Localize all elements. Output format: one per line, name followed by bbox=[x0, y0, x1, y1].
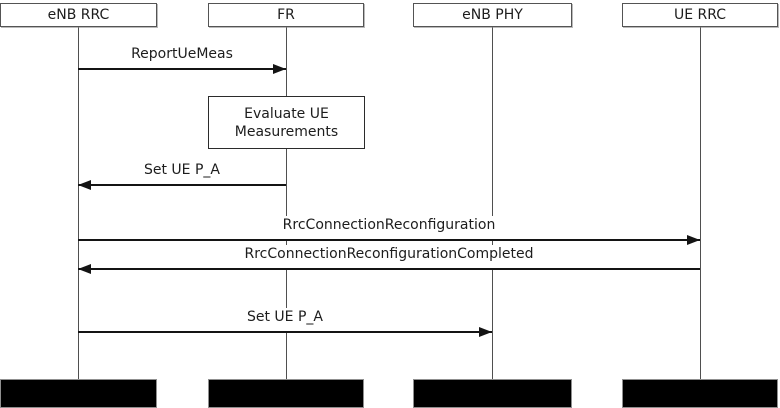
arrowhead-left-icon bbox=[78, 264, 91, 274]
participant-label-fr: FR bbox=[277, 7, 295, 23]
arrowhead-right-icon bbox=[687, 235, 700, 245]
action-box-line1: Evaluate UE bbox=[244, 105, 329, 122]
lifeline-fr bbox=[286, 27, 287, 379]
message-label-reportuemeas: ReportUeMeas bbox=[126, 45, 238, 69]
termination-bar-enb-rrc bbox=[0, 379, 157, 408]
participant-box-ue-rrc: UE RRC bbox=[622, 3, 778, 27]
termination-bar-fr bbox=[208, 379, 364, 408]
participant-label-enb-rrc: eNB RRC bbox=[47, 7, 110, 23]
action-box-line2: Measurements bbox=[234, 123, 339, 140]
arrowhead-right-icon bbox=[273, 64, 286, 74]
arrowhead-left-icon bbox=[78, 180, 91, 190]
message-line-set-ue-pa-2 bbox=[78, 327, 492, 337]
message-label-rrcconnectionreconfiguration: RrcConnectionReconfiguration bbox=[277, 216, 501, 240]
action-box-evaluate-ue-measurements: Evaluate UE Measurements bbox=[208, 96, 365, 149]
message-label-set-ue-pa-1: Set UE P_A bbox=[138, 161, 226, 185]
termination-bar-ue-rrc bbox=[622, 379, 778, 408]
participant-box-fr: FR bbox=[208, 3, 364, 27]
termination-bar-enb-phy bbox=[413, 379, 572, 408]
lifeline-enb-phy bbox=[492, 27, 493, 379]
lifeline-ue-rrc bbox=[700, 27, 701, 379]
participant-box-enb-rrc: eNB RRC bbox=[0, 3, 157, 27]
message-line-rrcconnectionreconfiguration bbox=[78, 235, 700, 245]
arrowhead-right-icon bbox=[479, 327, 492, 337]
message-label-rrcconnectionreconfigurationcompleted: RrcConnectionReconfigurationCompleted bbox=[239, 245, 539, 269]
message-label-set-ue-pa-2: Set UE P_A bbox=[241, 308, 329, 332]
participant-label-enb-phy: eNB PHY bbox=[462, 7, 523, 23]
message-line-rrcconnectionreconfigurationcompleted bbox=[78, 264, 700, 274]
participant-label-ue-rrc: UE RRC bbox=[673, 7, 727, 23]
message-line-set-ue-pa-1 bbox=[78, 180, 286, 190]
participant-box-enb-phy: eNB PHY bbox=[413, 3, 572, 27]
lifeline-enb-rrc bbox=[78, 27, 79, 379]
message-line-reportuemeas bbox=[78, 64, 286, 74]
